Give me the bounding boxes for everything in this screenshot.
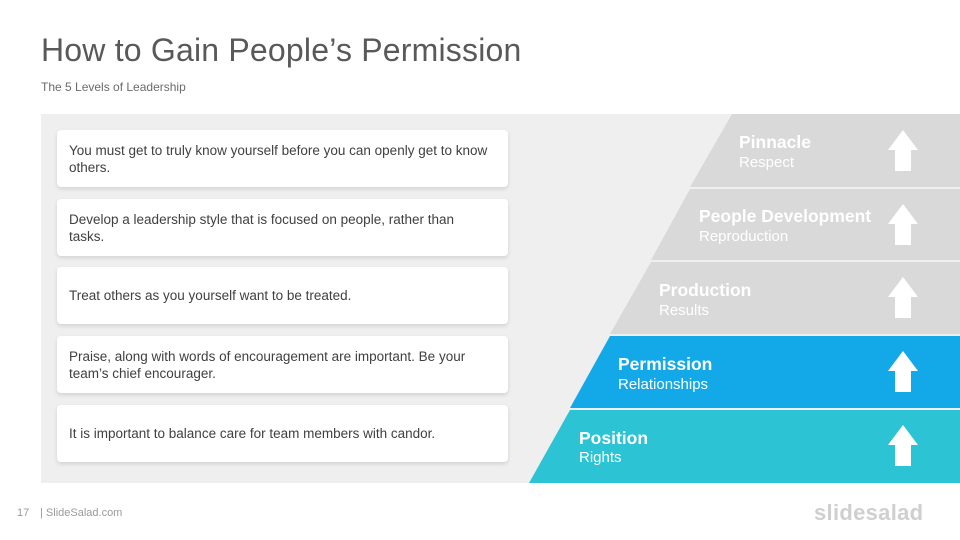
info-card-text: Develop a leadership style that is focus… bbox=[69, 211, 454, 244]
level-subtitle-permission: Relationships bbox=[618, 376, 709, 393]
level-title-people-development: People Development bbox=[699, 206, 872, 226]
info-card: Praise, along with words of encouragemen… bbox=[57, 336, 508, 393]
info-card: You must get to truly know yourself befo… bbox=[57, 130, 508, 187]
pyramid-level-pinnacle bbox=[690, 114, 960, 187]
level-title-pinnacle: Pinnacle bbox=[739, 132, 811, 152]
info-card-text: Treat others as you yourself want to be … bbox=[69, 288, 352, 303]
pyramid-level-people-development bbox=[651, 189, 960, 260]
level-subtitle-production: Results bbox=[659, 302, 710, 319]
slide-title: How to Gain People’s Permission bbox=[41, 32, 522, 68]
up-arrow-icon bbox=[888, 130, 918, 171]
info-card: It is important to balance care for team… bbox=[57, 405, 508, 462]
pyramid-level-permission bbox=[570, 336, 960, 408]
level-subtitle-pinnacle: Respect bbox=[739, 154, 795, 171]
info-card: Develop a leadership style that is focus… bbox=[57, 199, 508, 256]
up-arrow-icon bbox=[888, 277, 918, 318]
info-card: Treat others as you yourself want to be … bbox=[57, 267, 508, 324]
level-title-position: Position bbox=[579, 428, 649, 448]
info-card-text: You must get to truly know yourself befo… bbox=[69, 142, 488, 175]
up-arrow-icon bbox=[888, 425, 918, 466]
level-title-production: Production bbox=[659, 280, 752, 300]
level-title-permission: Permission bbox=[618, 354, 713, 374]
info-card-text: Praise, along with words of encouragemen… bbox=[69, 348, 466, 381]
slide-subtitle: The 5 Levels of Leadership bbox=[41, 80, 186, 94]
footer-site-link[interactable]: | SlideSalad.com bbox=[40, 507, 123, 519]
level-subtitle-position: Rights bbox=[579, 449, 622, 466]
up-arrow-icon bbox=[888, 351, 918, 392]
page-number: 17 bbox=[17, 507, 30, 519]
info-card-text: It is important to balance care for team… bbox=[69, 426, 436, 441]
up-arrow-icon bbox=[888, 204, 918, 245]
level-subtitle-people-development: Reproduction bbox=[699, 228, 789, 245]
pyramid-level-position bbox=[529, 410, 960, 483]
pyramid-level-production bbox=[610, 262, 960, 334]
slidesalad-logo: slidesalad bbox=[814, 500, 924, 525]
